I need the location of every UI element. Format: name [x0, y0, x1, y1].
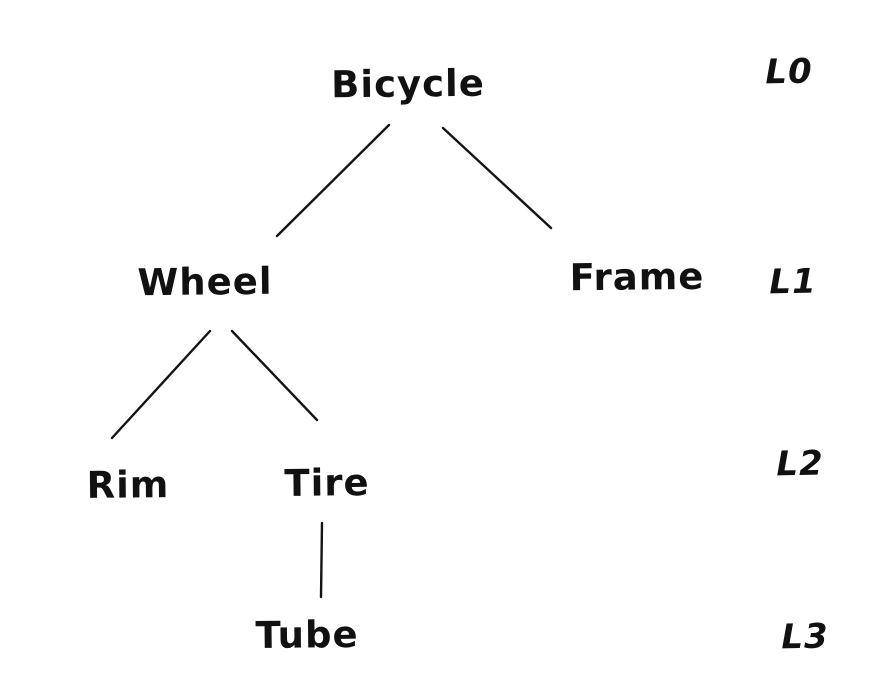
tree-edge-bicycle-frame	[441, 126, 553, 230]
tree-node-wheel: Wheel	[137, 259, 273, 305]
level-label-l1: L1	[768, 261, 818, 303]
tree-edge-wheel-rim	[110, 329, 212, 440]
tree-edge-tire-tube	[319, 521, 324, 599]
level-label-l0: L0	[764, 51, 814, 93]
tree-node-bicycle: Bicycle	[330, 61, 486, 107]
tree-node-frame: Frame	[569, 254, 705, 300]
tree-node-tire: Tire	[284, 461, 370, 505]
tree-node-tube: Tube	[255, 612, 359, 658]
level-label-l2: L2	[775, 443, 825, 485]
level-label-l3: L3	[780, 616, 830, 658]
tree-edge-wheel-tire	[230, 329, 319, 422]
tree-edge-bicycle-wheel	[275, 123, 391, 238]
tree-node-rim: Rim	[86, 463, 170, 507]
